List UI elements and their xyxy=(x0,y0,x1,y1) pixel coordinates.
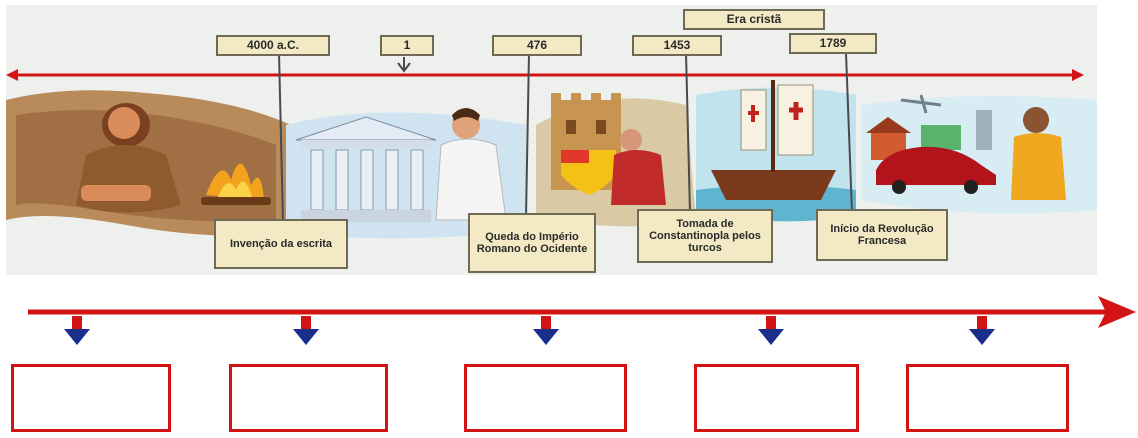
year-one-pointer-icon xyxy=(397,57,411,73)
event-label-fall-of-western-rome: Queda do Império Romano do Ocidente xyxy=(468,213,596,273)
airplane-icon xyxy=(900,94,942,114)
connector-line xyxy=(278,52,284,224)
answer-box-3[interactable] xyxy=(464,364,627,432)
roman-figure xyxy=(435,108,507,221)
buildings-icon xyxy=(866,110,992,160)
date-label-1789: 1789 xyxy=(789,33,877,54)
modern-man-figure xyxy=(1011,107,1066,200)
upper-axis-left-arrowhead xyxy=(6,69,18,81)
knight-figure xyxy=(611,129,666,205)
upper-axis-right-arrowhead xyxy=(1072,69,1084,81)
down-arrow-icon xyxy=(758,316,784,345)
campfire-icon xyxy=(201,163,271,205)
answer-box-2[interactable] xyxy=(229,364,388,432)
lower-axis-arrowhead xyxy=(1098,296,1136,328)
temple-icon xyxy=(295,116,437,222)
caveman-figure xyxy=(76,103,181,213)
timeline-illustration: Era cristã 4000 a.C. 1 476 1453 1789 Inv… xyxy=(6,5,1097,275)
date-label-year-1: 1 xyxy=(380,35,434,56)
answer-box-1[interactable] xyxy=(11,364,171,432)
connector-line xyxy=(685,52,691,214)
shield-icon xyxy=(561,150,616,195)
era-label: Era cristã xyxy=(683,9,825,30)
car-icon xyxy=(876,146,996,194)
down-arrow-icon xyxy=(293,316,319,345)
date-label-1453: 1453 xyxy=(632,35,722,56)
connector-line xyxy=(525,52,530,218)
event-label-french-revolution: Início da Revolução Francesa xyxy=(816,209,948,261)
event-label-fall-of-constantinople: Tomada de Constantinopla pelos turcos xyxy=(637,209,773,263)
date-label-4000bc: 4000 a.C. xyxy=(216,35,330,56)
date-label-476: 476 xyxy=(492,35,582,56)
down-arrow-icon xyxy=(533,316,559,345)
lower-timeline-axis xyxy=(28,296,1136,328)
event-label-invention-of-writing: Invenção da escrita xyxy=(214,219,348,269)
answer-box-5[interactable] xyxy=(906,364,1069,432)
down-arrow-icon xyxy=(969,316,995,345)
caravel-icon xyxy=(711,80,836,200)
down-arrow-icon xyxy=(64,316,90,345)
answer-box-4[interactable] xyxy=(694,364,859,432)
connector-line xyxy=(845,52,853,214)
